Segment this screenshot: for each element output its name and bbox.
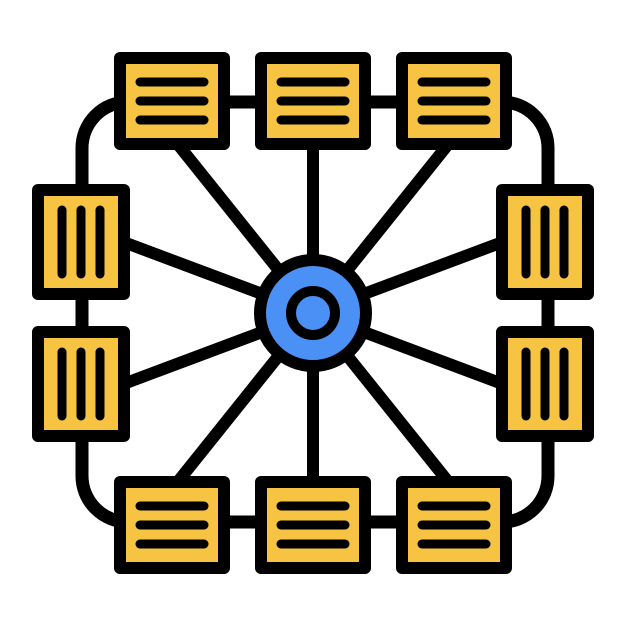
node-bottom-center [255,476,371,574]
node-left-lower [32,326,130,442]
node-bottom-right [396,476,512,574]
node-top-left [114,52,230,150]
node-right-upper [496,184,594,300]
node-top-center [255,52,371,150]
node-right-lower [496,326,594,442]
central-hub [254,254,372,372]
node-left-upper [32,184,130,300]
node-top-right [396,52,512,150]
node-bottom-left [114,476,230,574]
